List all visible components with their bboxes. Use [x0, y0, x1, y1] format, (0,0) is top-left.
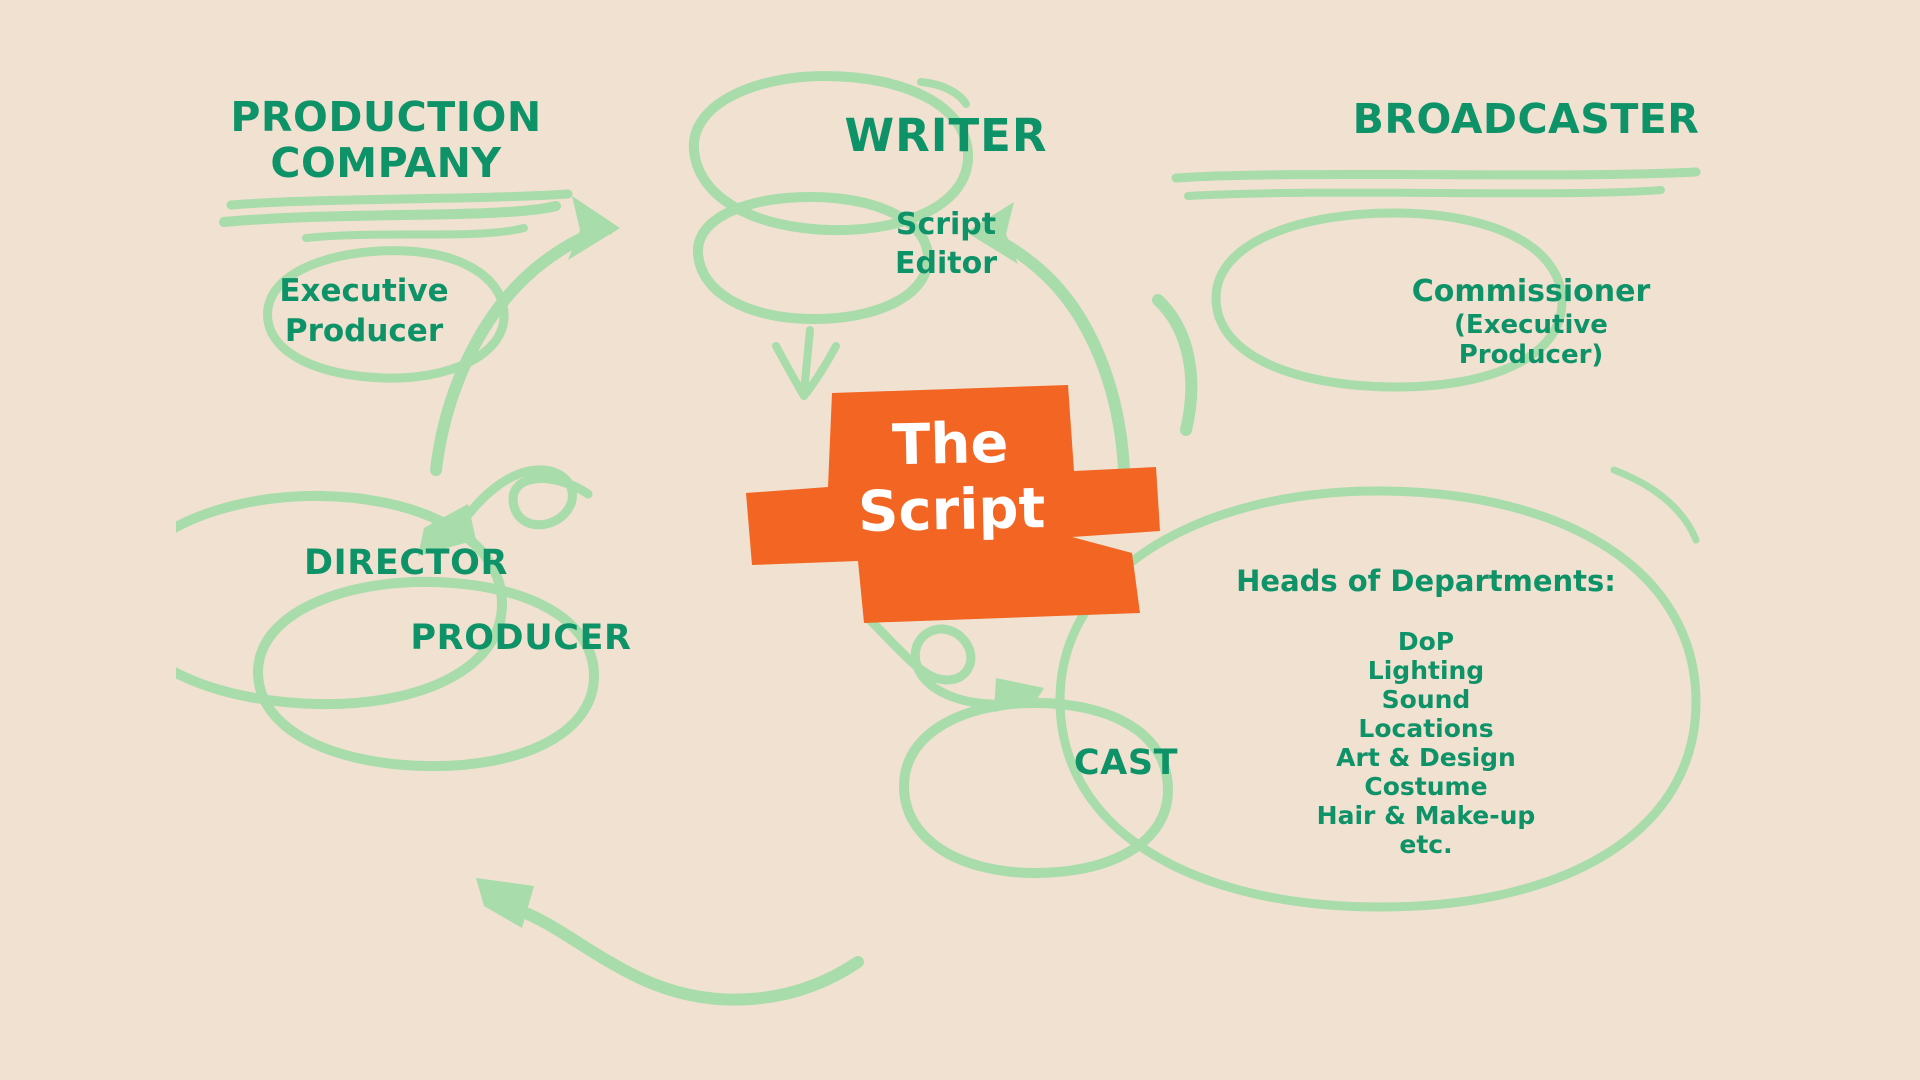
department-item: Costume	[1364, 772, 1488, 801]
heading-broadcaster: BROADCASTER	[1352, 95, 1700, 143]
node-commissioner: Commissioner (Executive Producer)	[1356, 240, 1706, 405]
node-director: DIRECTOR	[304, 543, 508, 583]
node-writer: WRITER	[844, 109, 1048, 162]
department-item: Art & Design	[1336, 743, 1516, 772]
squiggle-underline-production	[219, 189, 573, 242]
script-line-1: The	[891, 410, 1009, 479]
department-item: etc.	[1399, 830, 1453, 859]
node-executive-producer: Executive Producer	[279, 273, 449, 349]
curved-arrow-right-to-departments	[865, 615, 1044, 712]
departments-title: Heads of Departments:	[1236, 564, 1616, 598]
ellipse-director	[176, 490, 507, 710]
node-cast: CAST	[1073, 743, 1179, 783]
diagram-content: .ink { fill:none; stroke:#a8dcab; stroke…	[176, 0, 1744, 1080]
heading-production-company: PRODUCTION COMPANY	[230, 93, 542, 187]
commissioner-title: Commissioner	[1411, 273, 1651, 309]
long-curved-arrow-left	[476, 878, 864, 1006]
squiggle-underline-broadcaster	[1171, 167, 1701, 200]
department-item: Lighting	[1367, 656, 1485, 685]
script-label: The Script	[735, 408, 1168, 549]
ellipse-producer	[253, 576, 599, 772]
script-line-2: Script	[857, 476, 1046, 546]
department-item: Sound	[1381, 685, 1471, 714]
department-item: DoP	[1397, 627, 1455, 656]
department-item: Hair & Make-up	[1316, 801, 1536, 830]
node-producer: PRODUCER	[410, 618, 632, 658]
node-script-editor: Script Editor	[895, 207, 997, 281]
department-item: Locations	[1358, 714, 1494, 743]
ellipse-cast	[899, 697, 1173, 879]
script-highlight-block	[746, 385, 1160, 623]
commissioner-subtitle: (Executive Producer)	[1454, 309, 1608, 370]
